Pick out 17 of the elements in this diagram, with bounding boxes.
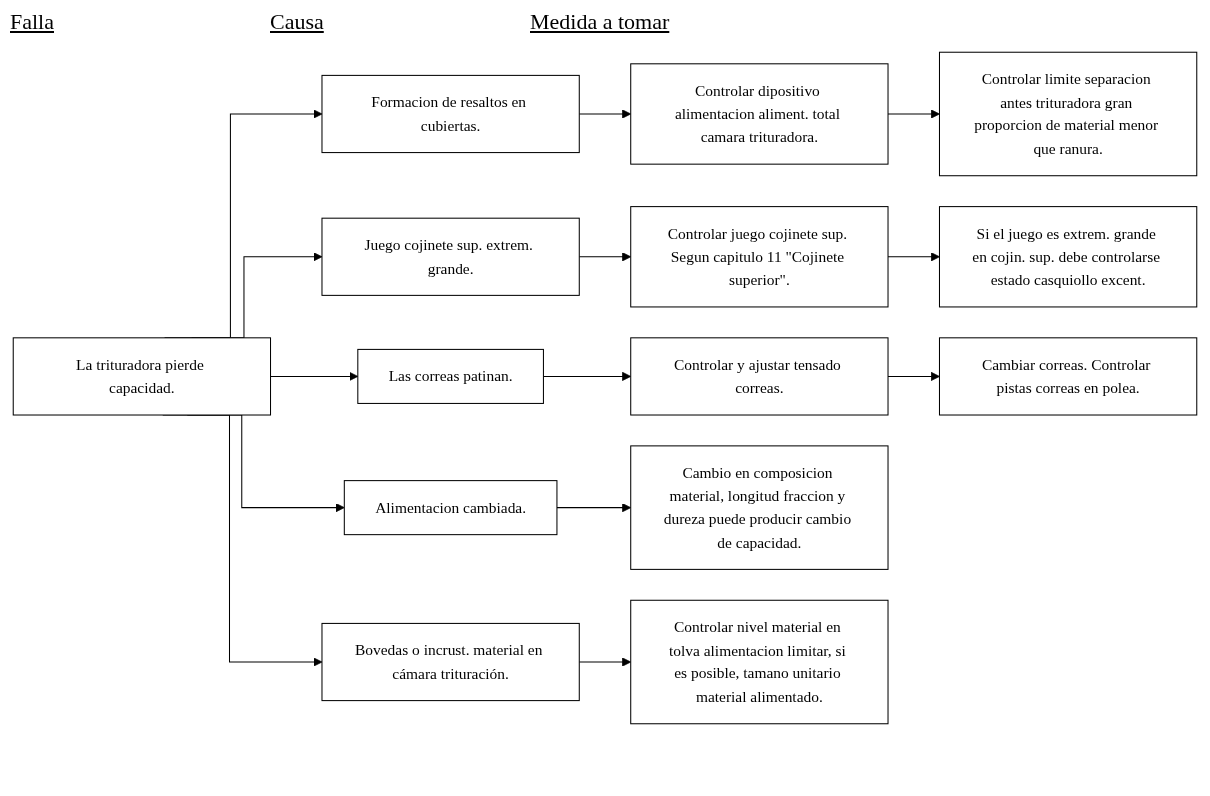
node-box: Controlar juego cojinete sup. Segun capitulo 11 "Cojinete superior". [630,206,889,308]
node-box: Si el juego es extrem. grande en cojin. sup. debe controlarse estado casquiollo excent. [938,206,1198,308]
node-box: Juego cojinete sup. extrem. grande. [321,217,580,296]
node-box: Alimentacion cambiada. [343,480,558,536]
column-heading: Causa [270,9,325,35]
column-heading: Falla [10,9,55,35]
node-box: Controlar nivel material en tolva alimentacion limitar, si es posible, tamano unitario material alimentado. [630,599,889,725]
node-box: Controlar dipositivo alimentacion aliment. total camara trituradora. [630,63,889,165]
node-box: Las correas patinan. [357,348,544,404]
node-box: Controlar limite separacion antes trituradora gran proporcion de material menor que ranura. [938,51,1198,177]
node-box: Controlar y ajustar tensado correas. [630,337,889,416]
node-box: La trituradora pierde capacidad. [12,337,272,416]
node-box: Formacion de resaltos en cubiertas. [321,74,580,154]
node-box: Cambiar correas. Controlar pistas correas en polea. [938,337,1198,416]
node-box: Bovedas o incrust. material en cámara trituración. [321,622,580,702]
node-box: Cambio en composicion material, longitud fraccion y dureza puede producir cambio de capacidad. [630,445,889,570]
column-heading: Medida a tomar [530,9,670,35]
